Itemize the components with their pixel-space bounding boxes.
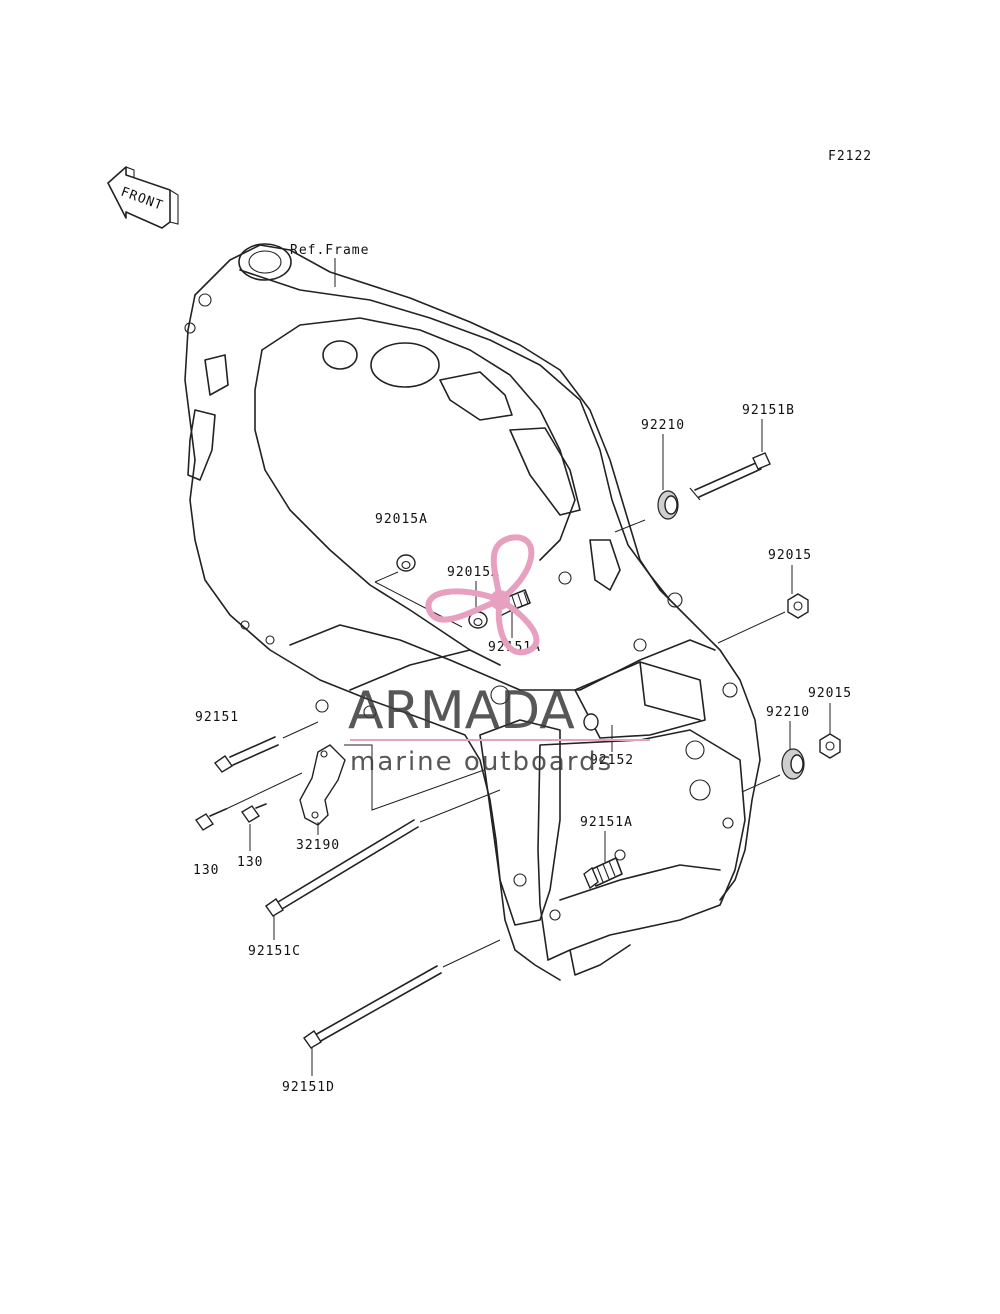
callout-92210-upper: 92210 — [641, 418, 685, 433]
bracket-line-32190 — [344, 744, 485, 811]
callout-92151A-lower: 92151A — [580, 815, 633, 830]
leader-92015A-left — [374, 571, 399, 583]
front-label: FRONT — [119, 185, 166, 214]
callout-92015-upper: 92015 — [768, 548, 812, 563]
collar-92210-upper — [657, 490, 679, 520]
bolt-92151D — [303, 965, 442, 1049]
spacer-92152 — [583, 713, 599, 731]
bolt-92151A-lower — [583, 857, 623, 890]
propeller-logo-icon — [425, 534, 540, 656]
axis-line-92210-lower — [741, 774, 781, 793]
callout-130-left: 130 — [193, 863, 219, 878]
bolt-130-left — [194, 808, 227, 831]
callout-92210-lower: 92210 — [766, 705, 810, 720]
axis-line-130 — [225, 772, 303, 810]
axis-line-92015-upper — [717, 611, 786, 644]
collar-92210-lower — [781, 748, 805, 780]
bolt-92151B — [689, 452, 771, 501]
callout-92015A-left: 92015A — [375, 512, 428, 527]
callout-130-right: 130 — [237, 855, 263, 870]
motorcycle-frame — [184, 243, 761, 981]
callout-92151C: 92151C — [248, 944, 301, 959]
axis-line-92151D — [442, 939, 501, 968]
nut-92015A-left — [396, 554, 416, 572]
bolt-92151C — [265, 819, 419, 917]
axis-line-92151 — [282, 721, 319, 739]
callout-92151D: 92151D — [282, 1080, 335, 1095]
axis-line-upper — [614, 519, 646, 533]
watermark-tagline: marine outboards — [350, 747, 613, 777]
callout-92015-lower: 92015 — [808, 686, 852, 701]
ref-frame-label: Ref.Frame — [290, 243, 369, 258]
bracket-32190 — [299, 744, 346, 826]
axis-line-92151C — [419, 789, 501, 823]
callout-32190: 32190 — [296, 838, 340, 853]
watermark-brand: ARMADA — [348, 681, 575, 741]
callout-92151: 92151 — [195, 710, 239, 725]
nut-92015-upper — [787, 593, 809, 619]
callout-92152: 92152 — [590, 753, 634, 768]
callout-92015A-center: 92015A — [447, 565, 500, 580]
armada-watermark: ARMADA marine outboards — [348, 534, 650, 777]
nut-92015-lower — [819, 733, 841, 759]
bolt-92151 — [213, 736, 279, 773]
bolt-130-right — [240, 803, 267, 823]
callout-92151B: 92151B — [742, 403, 795, 418]
figure-code: F2122 — [828, 149, 872, 164]
front-direction-arrow: FRONT — [107, 166, 179, 229]
